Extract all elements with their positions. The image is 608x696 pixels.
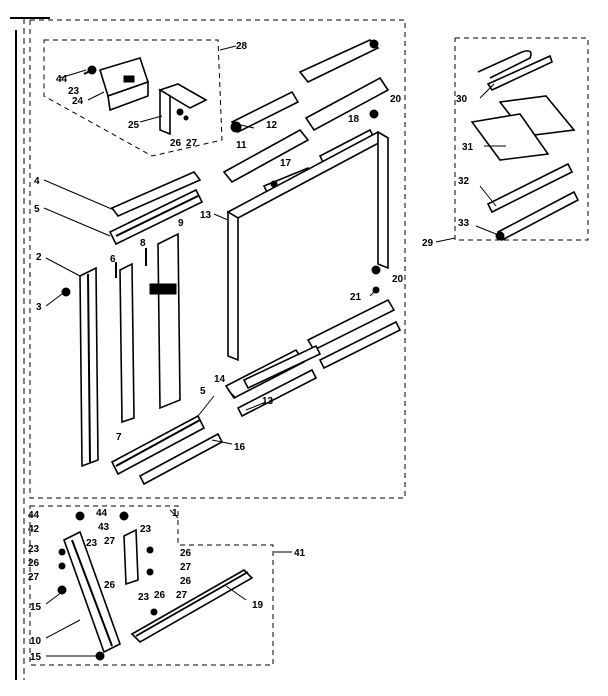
side-post-2: [79, 266, 99, 468]
callout-43: 43: [98, 522, 110, 533]
callout-8: 8: [140, 238, 146, 249]
callout-41: 41: [294, 548, 306, 559]
page-border: [10, 17, 50, 680]
screw-23-44: [83, 65, 97, 75]
callout-27b: 27: [28, 572, 40, 583]
callout-16: 16: [234, 442, 246, 453]
bracket-43: [123, 528, 139, 586]
rail-18: [304, 76, 390, 132]
main-assembly-box: [29, 19, 406, 499]
callout-3: 3: [36, 302, 42, 313]
callout-26d: 26: [180, 548, 192, 559]
rail-13-lower: [236, 368, 318, 418]
hardware-box-28: [43, 39, 223, 157]
callout-26b: 26: [28, 558, 40, 569]
callout-44a: 44: [56, 74, 68, 85]
callout-13a: 13: [200, 210, 212, 221]
bracket-24: [98, 57, 150, 112]
callout-15b: 15: [30, 652, 42, 663]
callout-5b: 5: [200, 386, 206, 397]
callout-20b: 20: [392, 274, 404, 285]
callout-26c: 26: [104, 580, 116, 591]
callout-18: 18: [348, 114, 360, 125]
callout-11: 11: [236, 140, 247, 151]
screw-20: [369, 109, 381, 294]
callout-32: 32: [458, 176, 470, 187]
hook-30: [477, 50, 553, 92]
callout-9: 9: [178, 218, 184, 229]
callout-4: 4: [34, 176, 40, 187]
rail-bottom-mid: [318, 320, 402, 370]
channel-5-upper: [108, 188, 204, 246]
callout-10: 10: [30, 636, 42, 647]
fasteners-41: [57, 511, 158, 661]
callout-25: 25: [128, 120, 140, 131]
callout-29: 29: [422, 238, 434, 249]
rail-bottom-upper: [306, 298, 396, 352]
callout-23b: 23: [28, 544, 40, 555]
callout-2: 2: [36, 252, 42, 263]
callout-23d: 23: [140, 524, 152, 535]
callout-23c: 23: [86, 538, 98, 549]
channel-4: [110, 171, 202, 217]
callout-23e: 23: [138, 592, 150, 603]
rail-12: [222, 128, 310, 184]
channel-5-lower: [110, 414, 206, 476]
corner-bracket-25: [158, 83, 208, 136]
callout-31: 31: [462, 142, 474, 153]
post-9: [149, 232, 181, 410]
strip-33: [495, 190, 580, 242]
rail-top-long: [298, 39, 380, 83]
callout-12: 12: [266, 120, 278, 131]
kit-box-29: [454, 37, 589, 241]
callout-6: 6: [110, 254, 116, 265]
callout-33: 33: [458, 218, 470, 229]
callout-26f: 26: [154, 590, 166, 601]
callout-26e: 26: [180, 576, 192, 587]
frame-13: [226, 130, 390, 362]
plate-31: [470, 95, 576, 161]
callout-26a: 26: [170, 138, 182, 149]
callout-19: 19: [252, 600, 264, 611]
bracket-42: [63, 530, 121, 654]
callout-42: 42: [28, 524, 40, 535]
rail-11: [230, 90, 300, 134]
callout-24: 24: [72, 96, 84, 107]
callout-27e: 27: [176, 590, 188, 601]
callout-5a: 5: [34, 204, 40, 215]
callout-27c: 27: [104, 536, 116, 547]
callout-7: 7: [116, 432, 122, 443]
callout-labels: 28 44 23 24 25 26 27 20 18 12 11 17 13 2…: [28, 41, 474, 663]
callout-13b: 13: [262, 396, 274, 407]
callout-1: 1: [172, 508, 178, 519]
callout-23a: 23: [68, 86, 80, 97]
callout-28: 28: [236, 41, 248, 52]
callout-17: 17: [280, 158, 292, 169]
callout-27a: 27: [186, 138, 198, 149]
bracket-box-41: [29, 505, 274, 666]
callout-44b: 44: [28, 510, 40, 521]
callout-15a: 15: [30, 602, 42, 613]
callout-44c: 44: [96, 508, 108, 519]
callout-20a: 20: [390, 94, 402, 105]
rail-19: [130, 569, 254, 643]
callout-14: 14: [214, 374, 226, 385]
callout-27d: 27: [180, 562, 192, 573]
post-7: [119, 262, 135, 424]
callout-30: 30: [456, 94, 468, 105]
leader-lines: [43, 45, 506, 657]
screw-3: [61, 287, 71, 297]
strip-32: [486, 162, 574, 214]
callout-21: 21: [350, 292, 362, 303]
rail-bottom-short: [242, 344, 322, 390]
